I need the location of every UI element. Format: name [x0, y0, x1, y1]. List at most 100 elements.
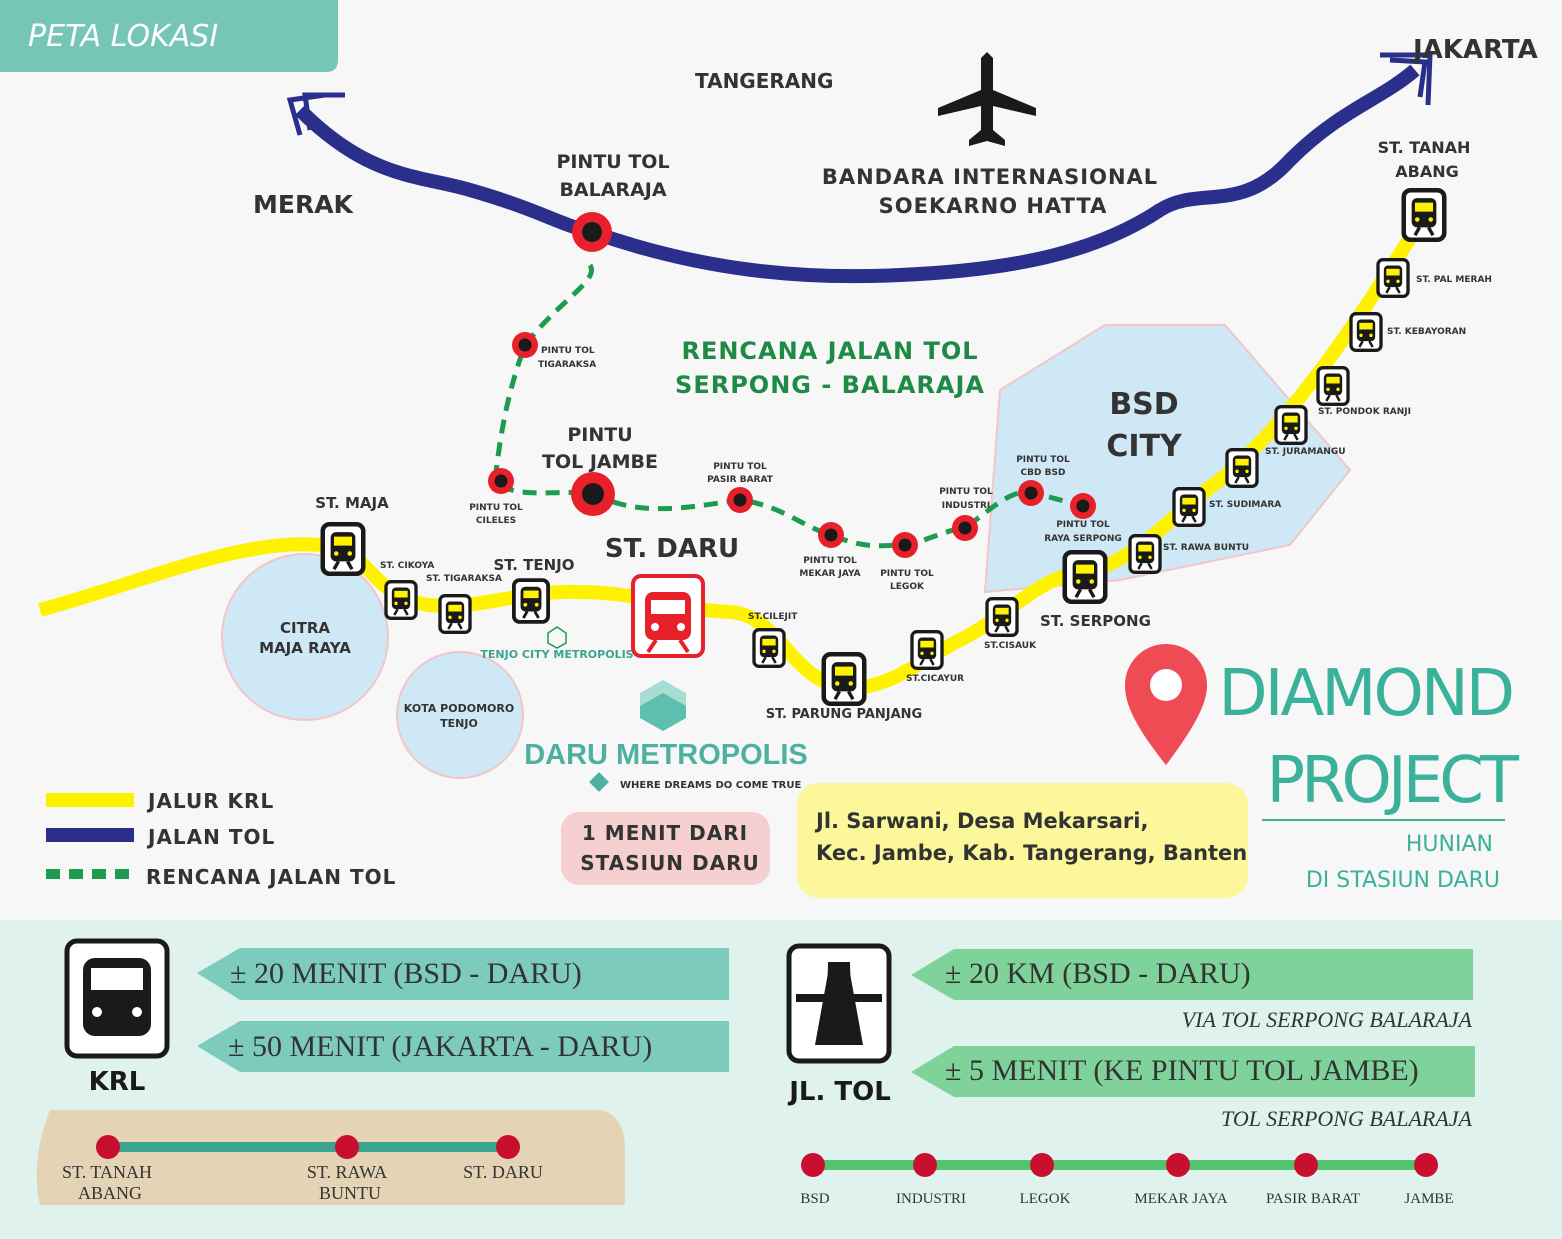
station-label-daru: ST. DARU: [605, 534, 739, 564]
station-label-cicayur: ST.CICAYUR: [906, 674, 964, 684]
krl-info: KRL ± 20 MENIT (BSD - DARU) ± 50 MENIT (…: [36, 938, 729, 1205]
toll-road-line: [295, 64, 1420, 284]
toll-distance: ± 20 KM (BSD - DARU): [945, 957, 1251, 990]
kota-podomoro-area: [396, 651, 524, 779]
toll-gate-industri-marker: [952, 515, 978, 541]
toll-distance-sub: VIA TOL SERPONG BALARAJA: [1182, 1007, 1473, 1032]
project-name-2: PROJECT: [1266, 744, 1519, 818]
krl-route-a2: ABANG: [78, 1183, 142, 1203]
train-icon-tenjo: [512, 578, 550, 624]
toll-route-mekar-jaya: MEKAR JAYA: [1134, 1191, 1227, 1207]
gate-label-tigaraksa-1: PINTU TOL: [541, 346, 595, 356]
gate-label-mekar-jaya-2: MEKAR JAYA: [799, 569, 860, 579]
label-jakarta: JAKARTA: [1411, 35, 1538, 65]
legend-toll: JALAN TOL: [146, 825, 275, 849]
toll-gate-legok-marker: [892, 532, 918, 558]
toll-gate-pasir-barat-marker: [727, 487, 753, 513]
krl-time-bsd: ± 20 MENIT (BSD - DARU): [230, 957, 582, 990]
daru-metropolis-text: DARU METROPOLIS: [524, 739, 808, 771]
train-icon-pondok-ranji: [1274, 405, 1308, 445]
toll-route-legok: LEGOK: [1020, 1191, 1071, 1207]
gate-label-raya-serpong-2: RAYA SERPONG: [1044, 534, 1122, 544]
train-icon-cikoya: [384, 580, 418, 620]
train-icon-cicayur: [910, 630, 944, 670]
daru-distance-badge: 1 MENIT DARI STASIUN DARU: [561, 812, 770, 885]
station-label-sudimara: ST. SUDIMARA: [1209, 500, 1281, 510]
train-silhouette: [36, 1110, 625, 1205]
station-label-pal-merah: ST. PAL MERAH: [1416, 275, 1492, 285]
tenjo-city-logo: TENJO CITY METROPOLIS: [480, 626, 634, 661]
gate-label-pasir-barat-1: PINTU TOL: [713, 462, 767, 472]
station-label-rawa-buntu: ST. RAWA BUNTU: [1163, 543, 1249, 553]
gate-label-mekar-jaya-1: PINTU TOL: [803, 556, 857, 566]
gate-label-legok-2: LEGOK: [890, 582, 925, 592]
toll-route-bsd: BSD: [800, 1191, 829, 1207]
label-jambe-2: TOL JAMBE: [542, 451, 658, 473]
train-icon-kebayoran: [1316, 366, 1350, 406]
airplane-icon: [938, 52, 1036, 146]
krl-route-a1: ST. TANAH: [62, 1162, 152, 1182]
project-brand: DIAMOND PROJECT HUNIAN DI STASIUN DARU: [1125, 644, 1524, 893]
toll-gate-balaraja-marker: [572, 212, 612, 252]
project-sub-1: HUNIAN: [1406, 832, 1493, 857]
legend: JALUR KRL JALAN TOL RENCANA JALAN TOL: [46, 789, 396, 889]
toll-time: ± 5 MENIT (KE PINTU TOL JAMBE): [945, 1054, 1419, 1087]
krl-route-b1: ST. RAWA: [307, 1162, 387, 1182]
station-label-cilejit: ST.CILEJIT: [748, 612, 798, 622]
krl-time-jakarta: ± 50 MENIT (JAKARTA - DARU): [228, 1030, 652, 1063]
label-plan-1: RENCANA JALAN TOL: [681, 337, 978, 365]
legend-plan: RENCANA JALAN TOL: [146, 865, 396, 889]
train-icon-cilejit: [752, 628, 786, 668]
label-jambe-1: PINTU: [567, 424, 632, 446]
toll-gate-cbd-marker: [1018, 480, 1044, 506]
daru-station-icon: [631, 574, 705, 658]
label-podomoro-1: KOTA PODOMORO: [404, 702, 514, 715]
label-airport-1: BANDARA INTERNASIONAL: [822, 165, 1158, 189]
station-label-cikoya: ST. CIKOYA: [380, 561, 434, 571]
toll-info: JL. TOL ± 20 KM (BSD - DARU) VIA TOL SER…: [786, 943, 1475, 1207]
badge-line-1: 1 MENIT DARI: [582, 821, 748, 845]
toll-time-sub: TOL SERPONG BALARAJA: [1221, 1106, 1473, 1131]
arrow-jakarta-icon: [1380, 52, 1433, 106]
station-label-cisauk: ST.CISAUK: [984, 641, 1037, 651]
address-box: Jl. Sarwani, Desa Mekarsari, Kec. Jambe,…: [797, 783, 1248, 898]
gate-label-raya-serpong-1: PINTU TOL: [1056, 520, 1110, 530]
toll-gate-cileles-marker: [488, 468, 514, 494]
toll-route-industri: INDUSTRI: [896, 1191, 966, 1207]
station-label-serpong: ST. SERPONG: [1040, 612, 1151, 630]
toll-route-jambe: JAMBE: [1404, 1191, 1453, 1207]
legend-krl: JALUR KRL: [146, 789, 274, 813]
tenjo-city-text: TENJO CITY METROPOLIS: [480, 648, 633, 661]
gate-label-legok-1: PINTU TOL: [880, 569, 934, 579]
arrow-merak-icon: [286, 92, 345, 136]
train-icon-rawa-buntu: [1128, 534, 1162, 574]
station-label-tigaraksa: ST. TIGARAKSA: [426, 574, 502, 584]
toll-route-pasir-barat: PASIR BARAT: [1266, 1191, 1360, 1207]
station-label-pondok-ranji: ST. PONDOK RANJI: [1318, 407, 1411, 417]
gate-label-cileles-1: PINTU TOL: [469, 503, 523, 513]
label-tangerang: TANGERANG: [695, 69, 833, 93]
project-name-1: DIAMOND: [1218, 657, 1512, 731]
train-icon-parung-panjang: [824, 654, 865, 704]
planned-toll-line: [492, 263, 1084, 549]
station-label-tanah-abang-1: ST. TANAH: [1378, 138, 1471, 157]
krl-label: KRL: [89, 1067, 146, 1097]
gate-label-cbd-1: PINTU TOL: [1016, 455, 1070, 465]
project-sub-2: DI STASIUN DARU: [1306, 868, 1500, 893]
toll-gate-jambe-marker: [571, 472, 615, 516]
daru-metropolis-logo: DARU METROPOLIS WHERE DREAMS DO COME TRU…: [524, 680, 808, 792]
train-icon-pal-merah: [1376, 258, 1410, 298]
krl-route-c: ST. DARU: [463, 1162, 543, 1182]
gate-label-tigaraksa-2: TIGARAKSA: [538, 360, 596, 370]
tagline-text: WHERE DREAMS DO COME TRUE: [620, 780, 801, 791]
train-icon-tanah-abang: [1404, 190, 1445, 240]
train-icon-serpong: [1065, 552, 1106, 602]
address-line-2: Kec. Jambe, Kab. Tangerang, Banten: [816, 841, 1247, 865]
badge-line-2: STASIUN DARU: [580, 851, 759, 875]
train-icon-maja: [323, 524, 364, 574]
label-balaraja-2: BALARAJA: [559, 179, 666, 201]
label-plan-2: SERPONG - BALARAJA: [675, 371, 985, 399]
train-icon-kebayoran-2: [1349, 312, 1383, 352]
label-citra-1: CITRA: [280, 619, 330, 637]
gate-label-cileles-2: CILELES: [476, 516, 516, 526]
